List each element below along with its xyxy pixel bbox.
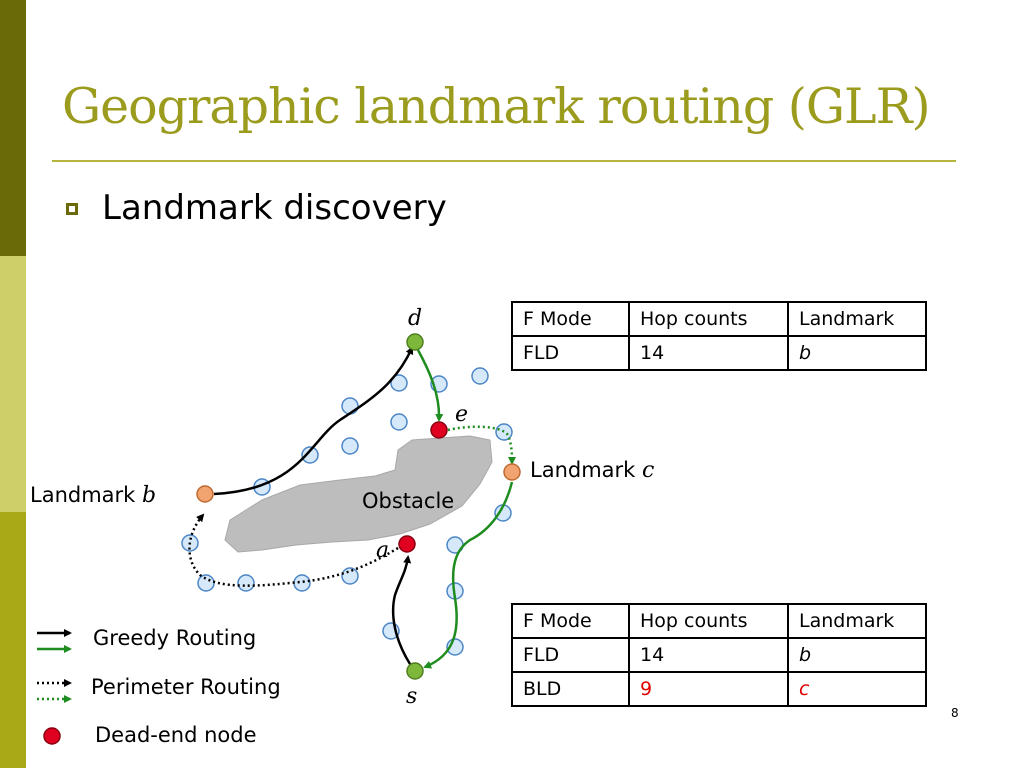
table-cell: 14	[628, 637, 789, 673]
relay-node	[341, 397, 359, 415]
bullet-square-icon	[66, 203, 78, 215]
info-table-2: F Mode Hop counts Landmark FLD 14 b BLD …	[511, 603, 927, 707]
label-landmark-b-prefix: Landmark	[30, 483, 142, 507]
legend-perimeter-label: Perimeter Routing	[91, 675, 281, 699]
destination-node-d	[406, 333, 424, 351]
relay-node	[237, 574, 255, 592]
relay-node	[471, 367, 489, 385]
label-landmark-c-var: c	[642, 458, 654, 483]
table-header-cell: Hop counts	[628, 301, 789, 337]
table-cell: FLD	[511, 637, 630, 673]
sidebar-segment-mid	[0, 512, 26, 768]
greedy-path-s-to-a	[391, 555, 412, 665]
landmark-node-b	[196, 485, 214, 503]
relay-node	[495, 423, 513, 441]
table-cell: FLD	[511, 335, 630, 371]
sidebar-decoration	[0, 0, 26, 768]
legend-greedy-label: Greedy Routing	[93, 626, 257, 650]
relay-node	[341, 437, 359, 455]
label-e: e	[455, 402, 468, 427]
relay-node	[390, 413, 408, 431]
table-header-cell: F Mode	[511, 603, 630, 639]
label-landmark-b-var: b	[142, 483, 156, 508]
label-d: d	[408, 306, 422, 331]
table-header-row: F Mode Hop counts Landmark	[511, 603, 927, 639]
relay-node	[341, 567, 359, 585]
table-header-cell: Hop counts	[628, 603, 789, 639]
greedy-path-c-to-s	[423, 481, 514, 669]
landmark-node-c	[503, 463, 521, 481]
page-number: 8	[951, 706, 959, 720]
table-header-cell: Landmark	[787, 301, 927, 337]
label-landmark-c: Landmark c	[530, 458, 654, 483]
greedy-path-b-to-d	[213, 346, 414, 496]
relay-node	[301, 446, 319, 464]
label-a: a	[376, 538, 389, 563]
table-cell: BLD	[511, 671, 630, 707]
table-row: FLD 14 b	[511, 335, 927, 371]
label-landmark-b: Landmark b	[30, 483, 156, 508]
label-s: s	[406, 684, 417, 709]
relay-node	[293, 574, 311, 592]
dead-end-node-a	[398, 535, 416, 553]
table-cell-highlighted: c	[787, 671, 927, 707]
table-row: BLD 9 c	[511, 671, 927, 707]
table-cell-highlighted: 9	[628, 671, 789, 707]
slide-title: Geographic landmark routing (GLR)	[62, 78, 931, 135]
sidebar-segment-dark	[0, 0, 26, 256]
table-header-cell: F Mode	[511, 301, 630, 337]
sidebar-segment-light	[0, 256, 26, 512]
table-cell: 14	[628, 335, 789, 371]
title-underline	[52, 160, 956, 162]
dead-end-node-e	[430, 421, 448, 439]
greedy-path-d-to-e	[416, 349, 444, 422]
table-cell: b	[787, 335, 927, 371]
label-landmark-c-prefix: Landmark	[530, 458, 642, 482]
table-header-row: F Mode Hop counts Landmark	[511, 301, 927, 337]
table-cell: b	[787, 637, 927, 673]
source-node-s	[406, 662, 424, 680]
obstacle-label: Obstacle	[362, 489, 454, 513]
legend-dead-end-icon	[43, 727, 61, 745]
relay-node	[390, 374, 408, 392]
table-header-cell: Landmark	[787, 603, 927, 639]
table-row: FLD 14 b	[511, 637, 927, 673]
perimeter-path-a-to-b	[188, 513, 399, 587]
obstacle-shape	[224, 435, 493, 553]
bullet-text: Landmark discovery	[102, 188, 447, 228]
legend-dead-end-label: Dead-end node	[95, 723, 257, 747]
info-table-1: F Mode Hop counts Landmark FLD 14 b	[511, 301, 927, 371]
